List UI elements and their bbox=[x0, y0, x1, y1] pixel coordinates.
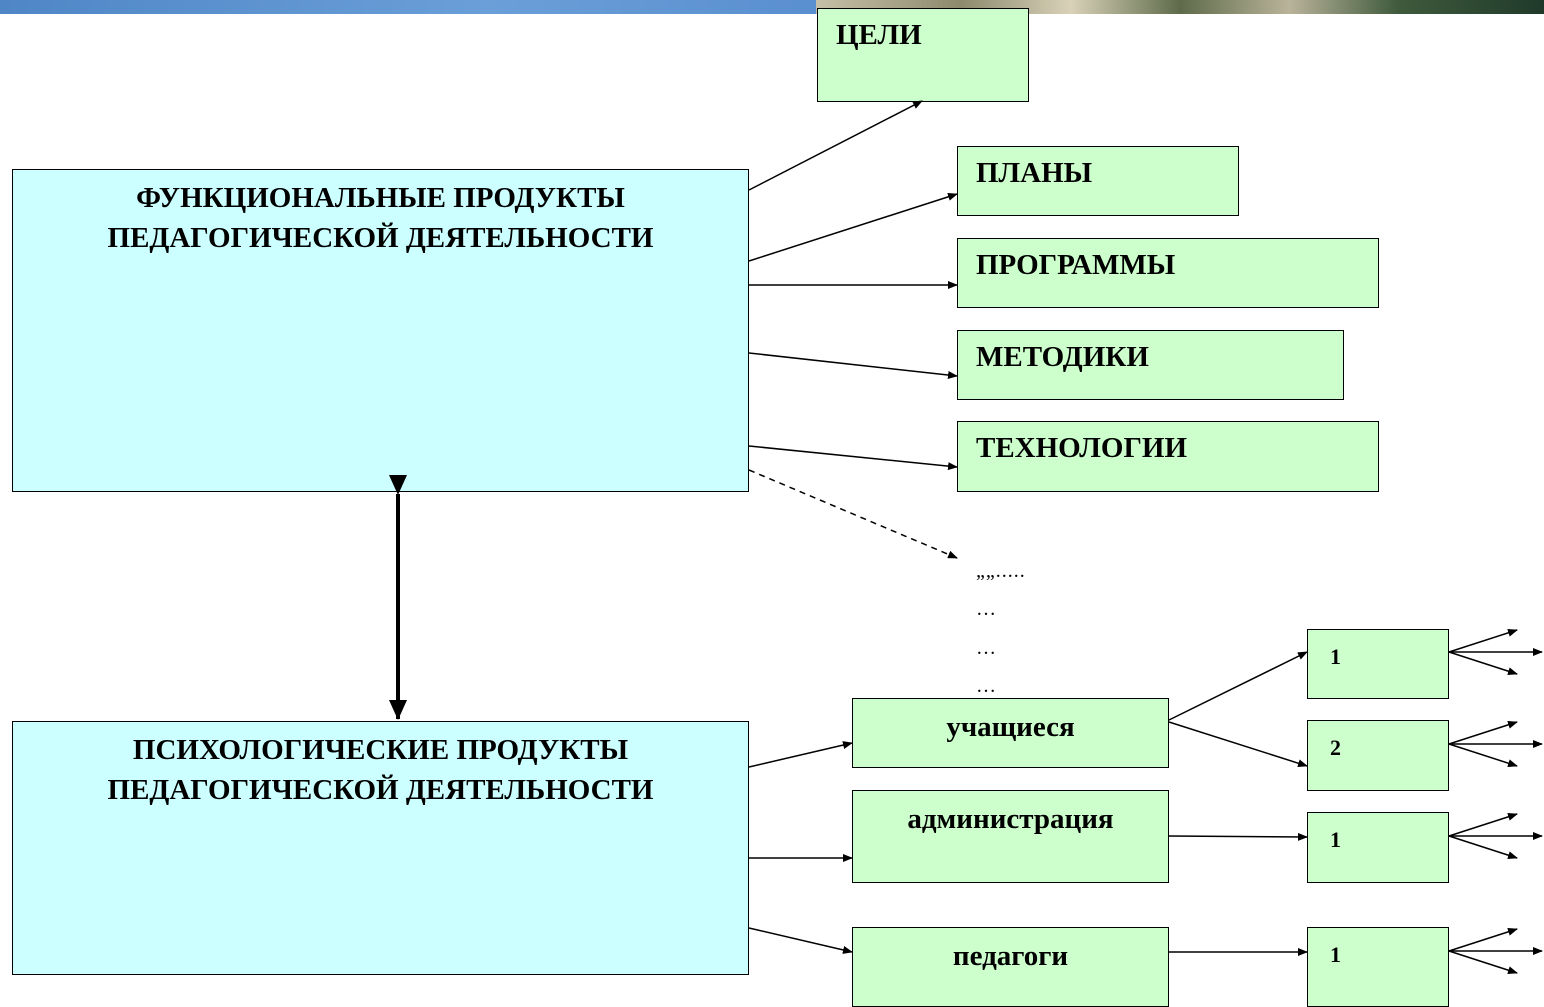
product-programs-box: ПРОГРАММЫ bbox=[957, 238, 1379, 308]
fan-arrows-1 bbox=[1448, 628, 1543, 676]
psychological-title-line2: ПЕДАГОГИЧЕСКОЙ ДЕЯТЕЛЬНОСТИ bbox=[107, 774, 654, 806]
level-box-students-1: 1 bbox=[1307, 629, 1449, 699]
fan-arrows-4 bbox=[1448, 927, 1543, 975]
product-technologies-label: ТЕХНОЛОГИИ bbox=[976, 432, 1188, 464]
product-methods-label: МЕТОДИКИ bbox=[976, 341, 1149, 373]
arrow-students-to-1 bbox=[1168, 651, 1308, 721]
arrow-to-teachers bbox=[748, 927, 853, 954]
subject-teachers-box: педагоги bbox=[852, 927, 1169, 1007]
ellipsis-line-1: „„..... bbox=[976, 560, 1026, 582]
product-programs-label: ПРОГРАММЫ bbox=[976, 249, 1176, 281]
product-technologies-box: ТЕХНОЛОГИИ bbox=[957, 421, 1379, 492]
fan-arrows-2 bbox=[1448, 720, 1543, 768]
arrow-to-goals bbox=[748, 100, 923, 191]
subject-administration-label: администрация bbox=[907, 803, 1114, 835]
product-plans-label: ПЛАНЫ bbox=[976, 157, 1093, 189]
product-plans-box: ПЛАНЫ bbox=[957, 146, 1239, 216]
level-box-students-2: 2 bbox=[1307, 720, 1449, 791]
ellipsis-line-2: … bbox=[976, 598, 997, 620]
product-goals-box: ЦЕЛИ bbox=[817, 8, 1029, 102]
level-label: 1 bbox=[1330, 644, 1341, 669]
functional-products-box: ФУНКЦИОНАЛЬНЫЕ ПРОДУКТЫ ПЕДАГОГИЧЕСКОЙ Д… bbox=[12, 169, 749, 492]
psychological-products-box: ПСИХОЛОГИЧЕСКИЕ ПРОДУКТЫ ПЕДАГОГИЧЕСКОЙ … bbox=[12, 721, 749, 975]
arrow-to-plans bbox=[748, 192, 958, 262]
arrow-to-methods bbox=[748, 352, 958, 379]
level-label: 2 bbox=[1330, 735, 1341, 760]
ellipsis-line-3: … bbox=[976, 637, 997, 659]
functional-title-line2: ПЕДАГОГИЧЕСКОЙ ДЕЯТЕЛЬНОСТИ bbox=[107, 222, 654, 254]
psychological-title-line1: ПСИХОЛОГИЧЕСКИЕ ПРОДУКТЫ bbox=[132, 734, 629, 766]
subject-students-box: учащиеся bbox=[852, 698, 1169, 768]
subject-teachers-label: педагоги bbox=[952, 940, 1069, 972]
product-goals-label: ЦЕЛИ bbox=[836, 19, 922, 51]
functional-title-line1: ФУНКЦИОНАЛЬНЫЕ ПРОДУКТЫ bbox=[136, 182, 625, 214]
level-label: 1 bbox=[1330, 827, 1341, 852]
fan-arrows-3 bbox=[1448, 812, 1543, 860]
subject-students-label: учащиеся bbox=[946, 711, 1075, 743]
top-banner-bar bbox=[0, 0, 816, 14]
arrow-to-more-dashed bbox=[748, 469, 958, 559]
level-box-administration-1: 1 bbox=[1307, 812, 1449, 883]
product-methods-box: МЕТОДИКИ bbox=[957, 330, 1344, 400]
arrow-administration-to-1 bbox=[1168, 832, 1308, 841]
arrow-to-technologies bbox=[748, 445, 958, 471]
arrow-students-to-2 bbox=[1168, 721, 1308, 768]
ellipsis-line-4: … bbox=[976, 675, 997, 697]
level-label: 1 bbox=[1330, 942, 1341, 967]
arrow-to-students bbox=[748, 741, 853, 768]
subject-administration-box: администрация bbox=[852, 790, 1169, 883]
level-box-teachers-1: 1 bbox=[1307, 927, 1449, 1007]
